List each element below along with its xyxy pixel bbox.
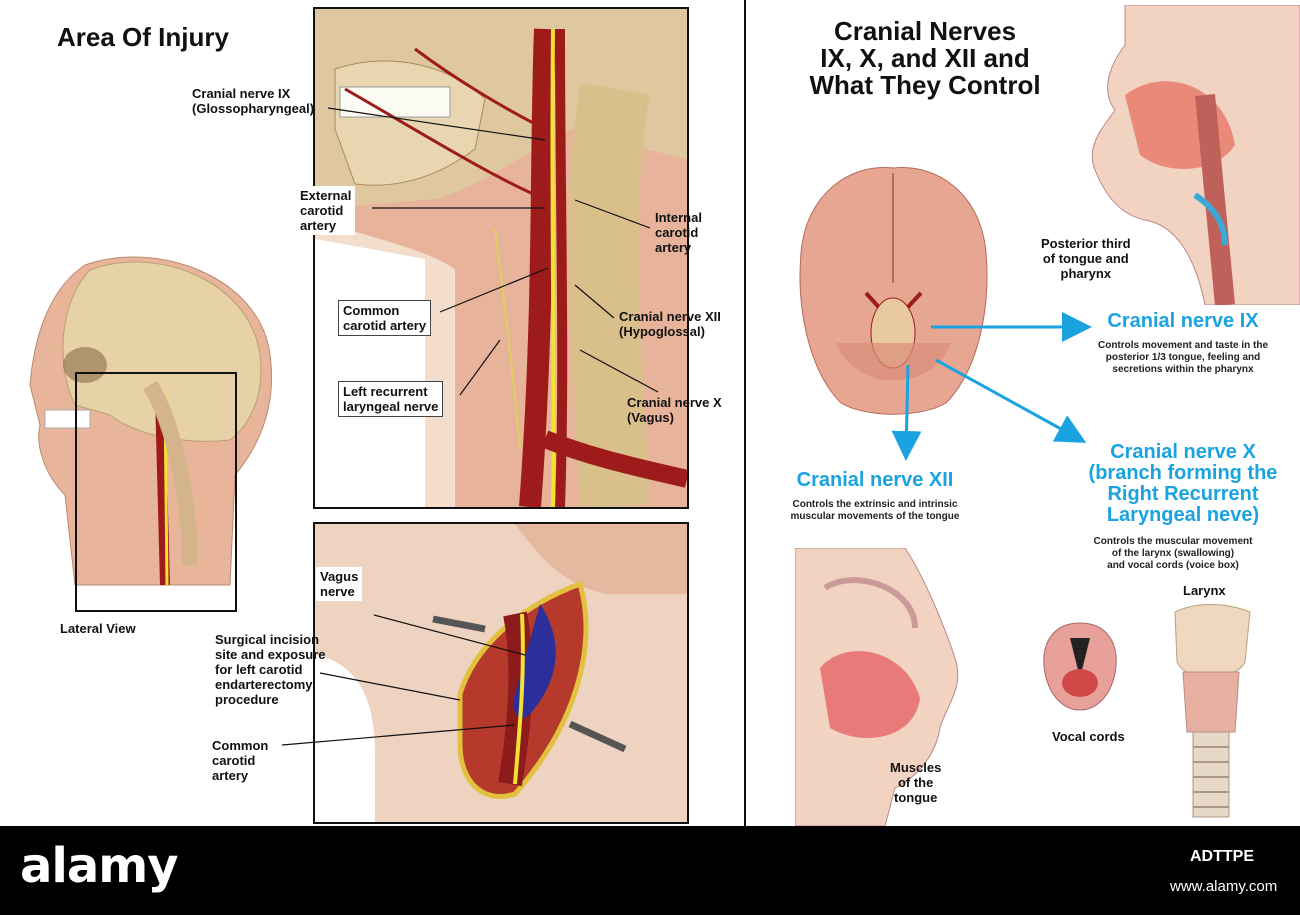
brain-inferior-view (796, 163, 991, 418)
footer-image-id: ADTTPE (1190, 848, 1254, 865)
cranial-nerve-arrows (891, 312, 1092, 461)
left-leader-lines (281, 107, 659, 746)
label-common-carotid-artery: Common carotid artery (338, 300, 432, 336)
label-larynx: Larynx (1183, 583, 1226, 598)
lateral-head-illustration (15, 245, 275, 615)
cranial-nerve-ix-description: Controls movement and taste in the poste… (1097, 340, 1269, 375)
label-common-carotid-artery-2: Common carotid artery (212, 738, 269, 783)
cranial-nerve-x-description: Controls the muscular movement of the la… (1093, 536, 1253, 571)
footer-bar: alamy ADTTPE www.alamy.com (0, 826, 1300, 915)
area-of-injury-title: Area Of Injury (57, 22, 229, 52)
lateral-view-inset-box (75, 372, 237, 612)
cranial-nerves-title: Cranial Nerves IX, X, and XII and What T… (809, 16, 1041, 100)
sagittal-head-top (1085, 5, 1300, 305)
surgical-incision-panel (313, 522, 689, 824)
label-vocal-cords: Vocal cords (1052, 729, 1125, 744)
cranial-nerve-xii-heading: Cranial nerve XII (796, 469, 954, 491)
lateral-view-caption: Lateral View (60, 621, 136, 636)
label-cranial-nerve-xii: Cranial nerve XII (Hypoglossal) (619, 309, 721, 339)
cranial-nerve-ix-heading: Cranial nerve IX (1107, 310, 1259, 332)
neck-anatomy-panel (313, 7, 689, 509)
label-cranial-nerve-ix: Cranial nerve IX (Glossopharyngeal) (192, 86, 315, 116)
label-posterior-third: Posterior third of tongue and pharynx (1041, 236, 1131, 281)
label-internal-carotid-artery: Internal carotid artery (655, 210, 702, 255)
label-surgical-incision: Surgical incision site and exposure for … (215, 632, 326, 707)
vocal-cords-illustration (1040, 618, 1120, 713)
label-cranial-nerve-x: Cranial nerve X (Vagus) (627, 395, 722, 425)
center-divider (744, 0, 746, 826)
label-vagus-nerve: Vagus nerve (316, 567, 363, 601)
label-muscles-of-tongue: Muscles of the tongue (890, 760, 942, 805)
label-left-recurrent-laryngeal-nerve: Left recurrent laryngeal nerve (338, 381, 444, 417)
label-external-carotid-artery: External carotid artery (296, 186, 356, 235)
footer-brand-logo: alamy (20, 838, 179, 894)
cranial-nerve-x-heading: Cranial nerve X (branch forming the Righ… (1088, 441, 1278, 526)
footer-url: www.alamy.com (1170, 878, 1278, 895)
sagittal-head-bottom (795, 548, 965, 826)
larynx-illustration (1165, 602, 1257, 822)
cranial-nerve-xii-description: Controls the extrinsic and intrinsic mus… (790, 499, 960, 522)
